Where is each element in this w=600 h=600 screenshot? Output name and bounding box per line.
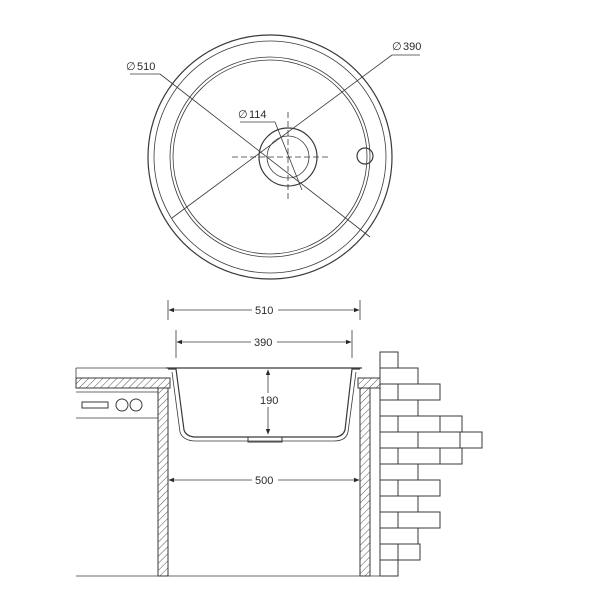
bowl-diameter-symbol: ∅ (392, 41, 402, 53)
bowl-depth-label: 190 (260, 395, 278, 407)
drain-outlet (247, 436, 283, 443)
drain-diameter-symbol: ∅ (238, 109, 248, 121)
brick (397, 447, 441, 465)
brick (397, 383, 441, 401)
brick (379, 479, 399, 497)
overall-width-label: 510 (255, 305, 273, 317)
countertop-left-slab (75, 377, 171, 389)
brick (439, 415, 463, 433)
brick (379, 431, 419, 449)
cabinet-width-label-bg (252, 472, 278, 486)
brick (379, 527, 419, 545)
brick (379, 415, 399, 433)
brick (379, 495, 419, 513)
brick (417, 431, 461, 449)
countertop (75, 367, 381, 389)
brick (379, 367, 419, 385)
overall-width-label-bg (252, 302, 278, 316)
outer-diameter-symbol: ∅ (126, 61, 136, 73)
bowl-diameter-leader (171, 54, 393, 219)
brick (379, 447, 399, 465)
countertop-right-slab (357, 377, 381, 389)
appliance-knob-right (129, 398, 143, 412)
appliance-display (81, 401, 109, 409)
outer-diameter-label: 510 (137, 61, 155, 73)
bowl-width-label-bg (251, 334, 277, 348)
bowl-width-label: 390 (254, 337, 272, 349)
drain-diameter-label: 114 (249, 109, 267, 121)
brick (397, 511, 441, 529)
sink-bowl-inner (171, 371, 357, 442)
brick (379, 559, 399, 577)
cabinet-left-wall (157, 387, 169, 577)
brick (379, 399, 419, 417)
cabinet-right-wall (359, 387, 371, 577)
bowl-diameter-label: 390 (403, 41, 421, 53)
cabinet-width-label: 500 (255, 475, 273, 487)
bowl-inner-circle (172, 59, 368, 255)
outer-rim-circle (147, 34, 393, 280)
drain-diameter-leader (274, 121, 303, 191)
brick (379, 543, 399, 561)
appliance-panel (76, 391, 158, 419)
bowl-circle (169, 56, 371, 258)
bowl-depth-label-bg (257, 393, 283, 407)
brick (397, 415, 441, 433)
brick (459, 431, 483, 449)
top-view: ∅ 510 ∅ 390 ∅ 114 (126, 34, 421, 280)
tap-hole-circle (356, 147, 374, 165)
sink-bowl-profile (166, 367, 362, 443)
brick (379, 463, 419, 481)
brick (439, 447, 463, 465)
appliance-knob-left (115, 398, 129, 412)
outer-rim-inner-circle (153, 40, 387, 274)
brick (397, 479, 441, 497)
brick (379, 383, 399, 401)
brick (397, 543, 421, 561)
brick (379, 511, 399, 529)
outer-diameter-leader (159, 73, 371, 238)
brick-wall (379, 351, 483, 577)
brick (379, 351, 399, 369)
section-view: 510 390 190 (75, 300, 483, 577)
